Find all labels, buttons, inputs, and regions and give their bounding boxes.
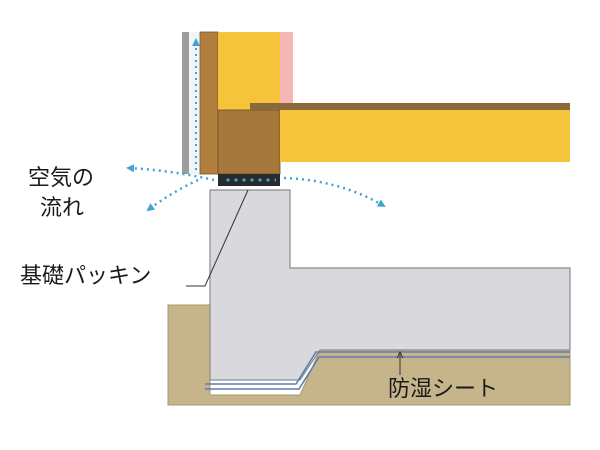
interior-finish: [280, 32, 293, 104]
airflow-label-line2: 流れ: [40, 196, 85, 221]
airflow-right-arrow: [283, 176, 386, 208]
packing-dots: [222, 177, 276, 183]
packing-label: 基礎パッキン: [20, 264, 152, 289]
exterior-cladding: [182, 32, 189, 174]
moisture-sheet-label: 防湿シート: [388, 377, 499, 402]
concrete-foundation: [209, 189, 571, 381]
floorboard: [250, 103, 570, 110]
ventilation-gap: [189, 32, 200, 174]
packing-leader-line: [186, 189, 249, 287]
wall-insulation: [218, 32, 280, 110]
wall-wood-panel: [199, 31, 219, 175]
airflow-label-line1: 空気の: [28, 166, 95, 191]
moisture-sheet-line-inner: [205, 356, 570, 390]
moisture-sheet-leader-tip: [396, 350, 404, 359]
airflow-lower-left-arrow: [146, 178, 199, 212]
moisture-sheet-line: [205, 351, 570, 385]
sill-beam: [217, 109, 281, 175]
airflow-left-arrow: [126, 164, 215, 182]
floor-insulation: [280, 110, 570, 162]
